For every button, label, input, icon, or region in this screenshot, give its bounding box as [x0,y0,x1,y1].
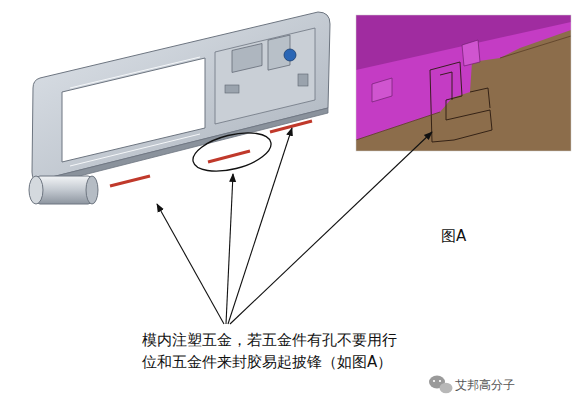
hinge-cylinder [29,176,98,204]
wechat-icon [429,376,453,394]
metal-frame [32,12,330,186]
detail-inset [356,15,571,151]
highlight-circle [189,126,275,178]
watermark: 艾邦高分子 [455,377,515,394]
leader-arrows [157,128,432,324]
callout-note: 模内注塑五金，若五金件有孔不要用行位和五金件来封胶易起披锋（如图A） [142,330,404,374]
figure-label: 图A [441,226,466,248]
